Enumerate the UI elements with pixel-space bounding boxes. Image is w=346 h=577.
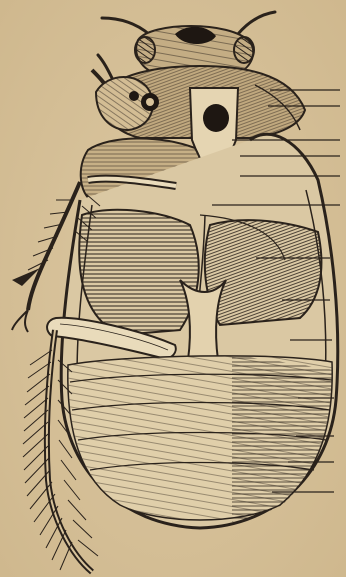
sucker-disc-inner (146, 98, 154, 106)
sucker-disc-small (129, 91, 139, 101)
coxa-cavity-upper (203, 104, 229, 132)
eye-right (234, 37, 254, 63)
eye-left (135, 37, 155, 63)
